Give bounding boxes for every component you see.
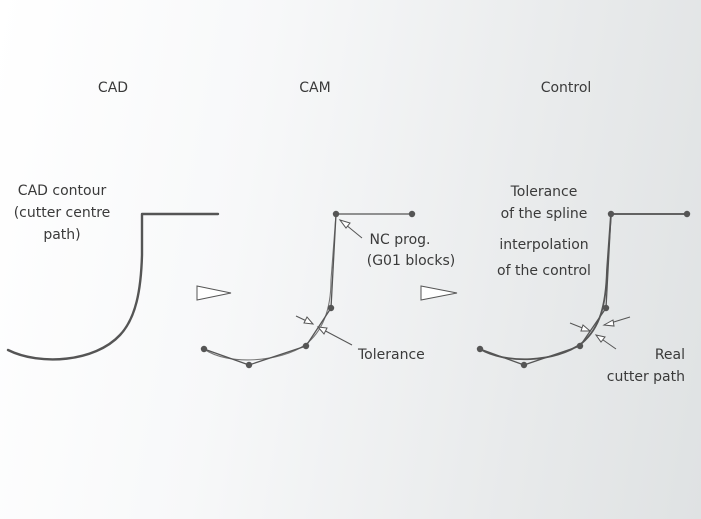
- ctrl-tol-arrowhead-in: [580, 324, 592, 332]
- cad-contour-line-1: CAD contour: [18, 183, 107, 199]
- control-point: [683, 210, 691, 218]
- header-cad: CAD: [98, 80, 128, 96]
- spline-tol-line-1: Tolerance: [510, 184, 578, 200]
- spline-tol-line-3: interpolation: [499, 237, 588, 253]
- cad-contour-line-3: path): [43, 227, 80, 243]
- control-point: [607, 210, 615, 218]
- header-cam: CAM: [299, 80, 330, 96]
- control-point: [520, 361, 528, 369]
- nc-prog-line-2: (G01 blocks): [367, 253, 455, 269]
- header-control: Control: [541, 80, 592, 96]
- cam-point: [245, 361, 253, 369]
- real-cutter-path-line-2: cutter path: [607, 369, 685, 385]
- nc-prog-arrowhead: [338, 219, 351, 229]
- ctrl-tol-arrowhead-out: [594, 334, 606, 343]
- cam-tol-arrowhead-in: [303, 316, 315, 325]
- control-point: [476, 345, 484, 353]
- cam-point: [200, 345, 208, 353]
- cad-contour-label: CAD contour (cutter centre path): [14, 183, 111, 243]
- control-point: [602, 304, 610, 312]
- control-tolerance-dimension: [569, 316, 631, 350]
- cam-tolerance-label: Tolerance: [357, 347, 425, 363]
- cam-point: [408, 210, 416, 218]
- cam-point: [332, 210, 340, 218]
- spline-tolerance-label: Tolerance of the spline interpolation of…: [497, 184, 591, 279]
- ctrl-real-path-arrowhead: [602, 319, 615, 327]
- spline-tol-line-2: of the spline: [501, 206, 588, 222]
- nc-prog-line-1: NC prog.: [370, 232, 431, 248]
- cam-point: [302, 342, 310, 350]
- control-point: [576, 342, 584, 350]
- cam-point: [327, 304, 335, 312]
- real-cutter-path-line-1: Real: [655, 347, 685, 363]
- control-real-cutter-path: [479, 213, 688, 361]
- cad-contour-line-2: (cutter centre: [14, 205, 111, 221]
- spline-tol-line-4: of the control: [497, 263, 591, 279]
- flow-arrow-cam-to-control: [420, 285, 458, 301]
- cam-tolerance-dimension: [295, 315, 353, 346]
- cam-tol-arrowhead-out: [316, 326, 328, 335]
- flow-arrow-cad-to-cam: [196, 285, 232, 301]
- cam-points: [200, 210, 416, 369]
- control-points: [476, 210, 691, 369]
- cad-contour-path: [6, 212, 220, 361]
